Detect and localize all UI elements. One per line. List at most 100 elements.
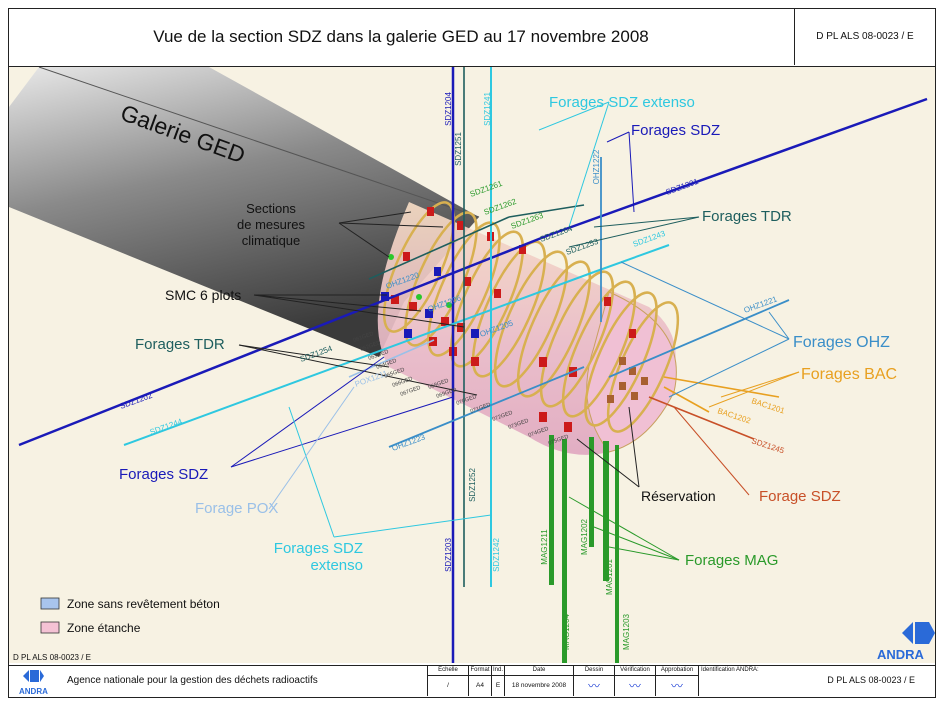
label-mag1211: MAG1211 [540,529,549,565]
cell-ind: Ind. E [491,666,504,696]
forages-mag-label: Forages MAG [685,552,778,569]
cell-header: Echelle [428,666,468,676]
title-reference: D PL ALS 08-0023 / E [794,9,935,65]
label-mag1201: MAG1201 [605,558,614,595]
label-067ged: 067GED [400,385,422,398]
forages-sdz-extenso-bottom-line1: Forages SDZ [274,540,363,557]
pointer-lines [238,211,640,488]
cell-header: Format [469,666,491,676]
title-block-table: Echelle / Format A4 Ind. E Date 18 novem… [427,666,775,696]
tdr-pointers [568,216,700,248]
bottom-left-reference: D PL ALS 08-0023 / E [13,653,91,662]
forage-sdz-right-label: Forage SDZ [759,488,841,505]
sdz-right-pointer [673,406,750,496]
ohz-pointers [620,261,790,398]
sdz-lines [18,67,928,663]
forages-sdz-extenso-bottom-line2: extenso [310,557,363,574]
reservation-label: Réservation [641,488,716,504]
cell-echelle: Echelle / [427,666,468,696]
label-sdz1241: SDZ1241 [483,92,492,126]
footer-logo-text: ANDRA [19,687,48,696]
label-mag1203: MAG1203 [622,613,631,650]
sections-label-line3: climatique [242,233,301,248]
cell-header: Vérification [615,666,655,676]
bac-pointers [708,371,800,408]
gallery-tube [9,67,479,357]
diagram-svg: Galerie GED Sections de mesures climatiq… [9,67,935,663]
label-mag1202: MAG1202 [580,518,589,555]
cell-format: Format A4 [468,666,491,696]
forages-ohz-label: Forages OHZ [793,334,890,351]
diagram-canvas: Galerie GED Sections de mesures climatiq… [9,67,935,663]
cell-date: Date 18 novembre 2008 [504,666,573,696]
page-title: Vue de la section SDZ dans la galerie GE… [153,27,649,46]
cell-value: A4 [476,682,484,689]
label-sdz1202: SDZ1202 [119,391,154,411]
cell-signature: 〰 [628,679,641,693]
forages-bac-label: Forages BAC [801,366,897,383]
andra-logo-text: ANDRA [877,647,925,662]
title-bar: Vue de la section SDZ dans la galerie GE… [9,9,935,67]
cell-verification: Vérification 〰 [614,666,655,696]
mag-bars [549,435,619,663]
label-sdz1252: SDZ1252 [468,468,477,502]
label-sdz1201: SDZ1201 [665,177,700,197]
label-sdz1242: SDZ1242 [492,538,501,572]
forage-pox-label: Forage POX [195,500,278,517]
label-mag1204: MAG1204 [562,613,571,650]
cell-dessin: Dessin 〰 [573,666,614,696]
cell-header: Ind. [492,666,504,676]
agency-name: Agence nationale pour la gestion des déc… [67,675,318,686]
andra-logo: ANDRA [877,622,935,662]
label-ohz1222: OHZ1222 [592,149,601,184]
forages-sdz-extenso-top-label: Forages SDZ extenso [549,94,695,111]
cell-approbation: Approbation 〰 [655,666,698,696]
label-sdz1204: SDZ1204 [444,92,453,126]
label-bac1201: BAC1201 [750,396,786,415]
forages-sdz-top-label: Forages SDZ [631,122,720,139]
label-sdz1245: SDZ1245 [750,436,785,455]
label-sdz1262: SDZ1262 [483,197,518,217]
label-sdz1244: SDZ1244 [149,417,184,437]
cell-header: Approbation [656,666,698,676]
drawing-frame: Vue de la section SDZ dans la galerie GE… [8,8,936,698]
sdz1245-line [648,396,755,440]
footer-reference: D PL ALS 08-0023 / E [827,675,915,685]
forages-tdr-left-label: Forages TDR [135,336,225,353]
legend-label-1: Zone sans revêtement béton [67,597,220,611]
extenso-lines [123,67,670,587]
cell-identification: Identification ANDRA: [698,666,775,696]
label-pox1211: POX1211 [354,369,390,389]
cell-header: Dessin [574,666,614,676]
forages-sdz-left-label: Forages SDZ [119,466,208,483]
cell-signature: 〰 [670,679,683,693]
mag-pointers [568,496,680,561]
label-sdz1261: SDZ1261 [469,179,504,199]
section-rings [382,201,680,433]
legend-label-2: Zone étanche [67,621,141,635]
footer-logo-icon: ANDRA [19,670,48,696]
label-sdz1203: SDZ1203 [444,538,453,572]
bac-lines [663,376,780,413]
label-sdz1253: SDZ1253 [565,237,600,257]
label-bac1202: BAC1202 [716,406,752,425]
label-sdz1264: SDZ1264 [539,224,574,244]
forages-tdr-right-label: Forages TDR [702,208,792,225]
cell-value: / [447,682,449,689]
cell-signature: 〰 [587,679,600,693]
smc-label: SMC 6 plots [165,287,241,303]
gallery-top-edge [38,67,480,218]
cell-value: E [495,682,501,689]
sdz-pointers [230,131,635,468]
label-ohz1223: OHZ1223 [391,432,427,453]
legend-swatch-2 [40,621,60,634]
legend: Zone sans revêtement béton Zone étanche [40,597,220,635]
cell-value: 18 novembre 2008 [511,682,567,689]
pox-pointer [268,386,355,510]
legend-swatch-1 [40,597,60,610]
sections-label-line1: Sections [246,201,296,216]
footer: ANDRA Agence nationale pour la gestion d… [9,665,935,697]
cell-header: Identification ANDRA: [701,667,759,673]
sections-label-line2: de mesures [237,217,305,232]
label-sdz1251: SDZ1251 [454,132,463,166]
